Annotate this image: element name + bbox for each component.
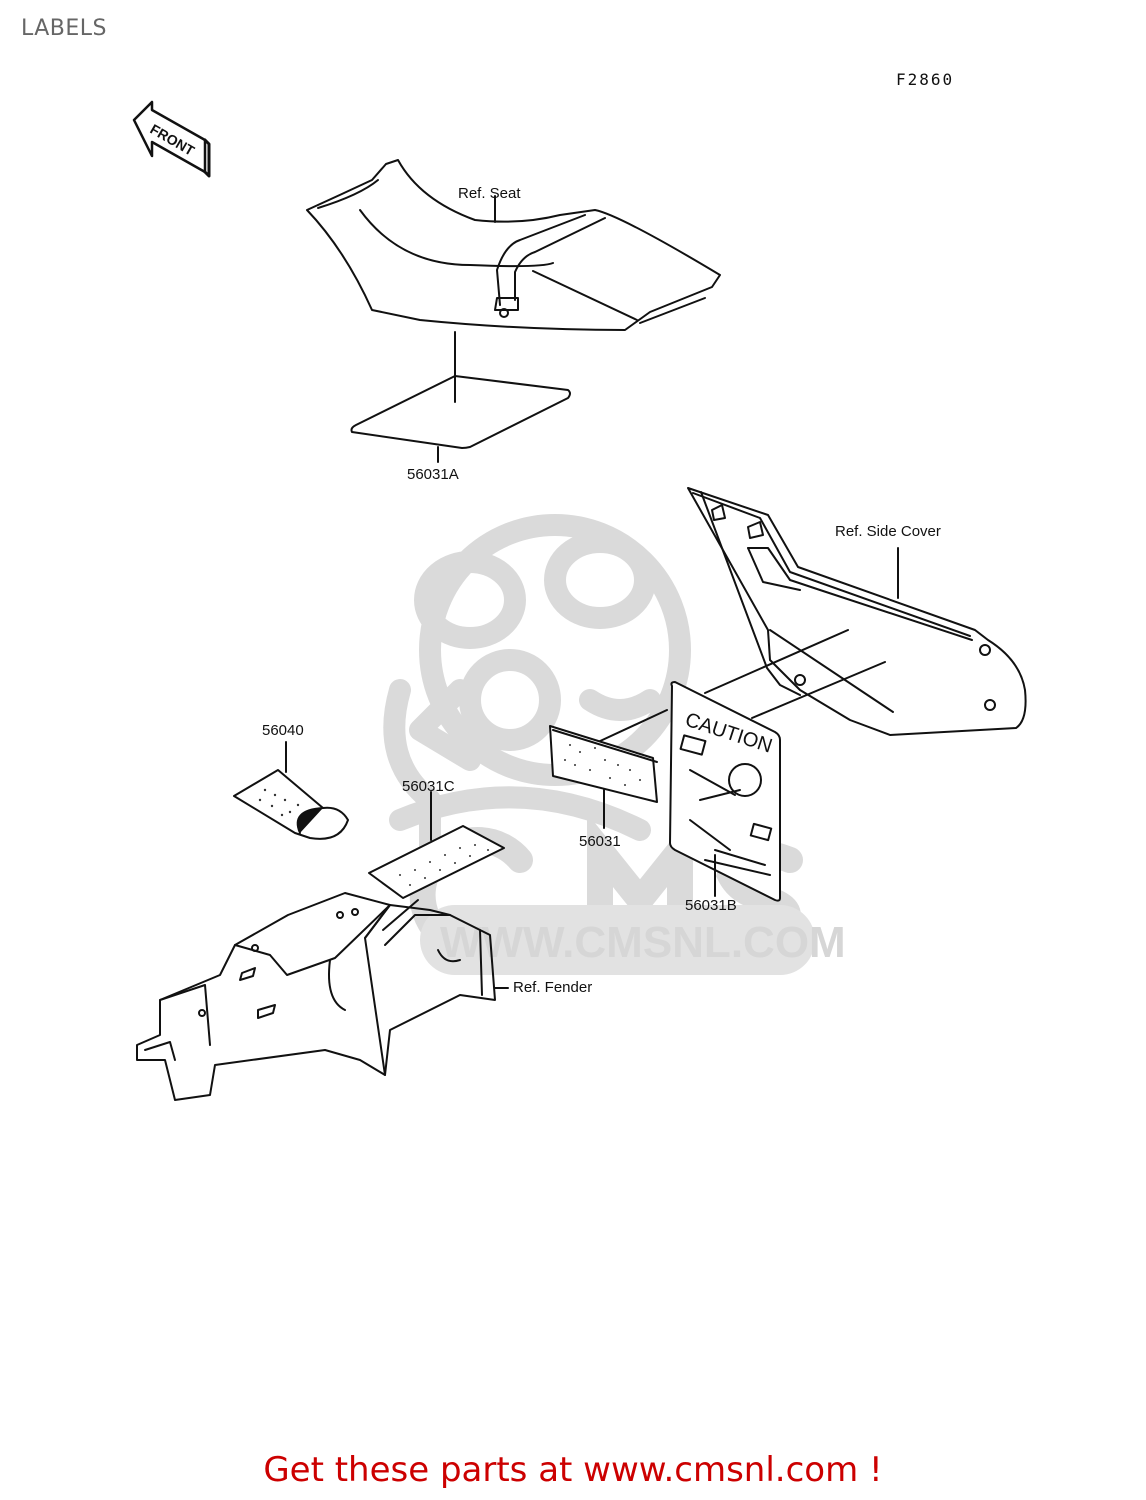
cms-watermark bbox=[383, 514, 815, 975]
ref-fender-label: Ref. Fender bbox=[513, 979, 593, 996]
figure-code: F2860 bbox=[896, 70, 955, 89]
side-cover-outline bbox=[687, 487, 1027, 736]
label-56031C-shape bbox=[368, 825, 505, 899]
part-number-56031B[interactable]: 56031B bbox=[685, 897, 737, 914]
caution-label-shape bbox=[669, 681, 781, 902]
watermark-url: WWW.CMSNL.COM bbox=[440, 918, 846, 967]
part-number-56031[interactable]: 56031 bbox=[579, 833, 621, 850]
label-56031-shape bbox=[549, 725, 658, 803]
seat-outline bbox=[306, 159, 721, 331]
part-number-56040[interactable]: 56040 bbox=[262, 722, 304, 739]
exploded-parts-diagram: CAUTION FRONT bbox=[132, 100, 1027, 1101]
part-number-56031A[interactable]: 56031A bbox=[407, 466, 459, 483]
front-arrow-icon bbox=[132, 100, 211, 178]
get-parts-link[interactable]: Get these parts at www.cmsnl.com ! bbox=[263, 1450, 883, 1490]
ref-seat-label: Ref. Seat bbox=[458, 185, 521, 202]
fender-outline bbox=[136, 892, 496, 1101]
label-56040-shape bbox=[233, 769, 349, 840]
part-number-56031C[interactable]: 56031C bbox=[402, 778, 455, 795]
ref-side-cover-label: Ref. Side Cover bbox=[835, 523, 941, 540]
page-title: LABELS bbox=[21, 16, 108, 41]
